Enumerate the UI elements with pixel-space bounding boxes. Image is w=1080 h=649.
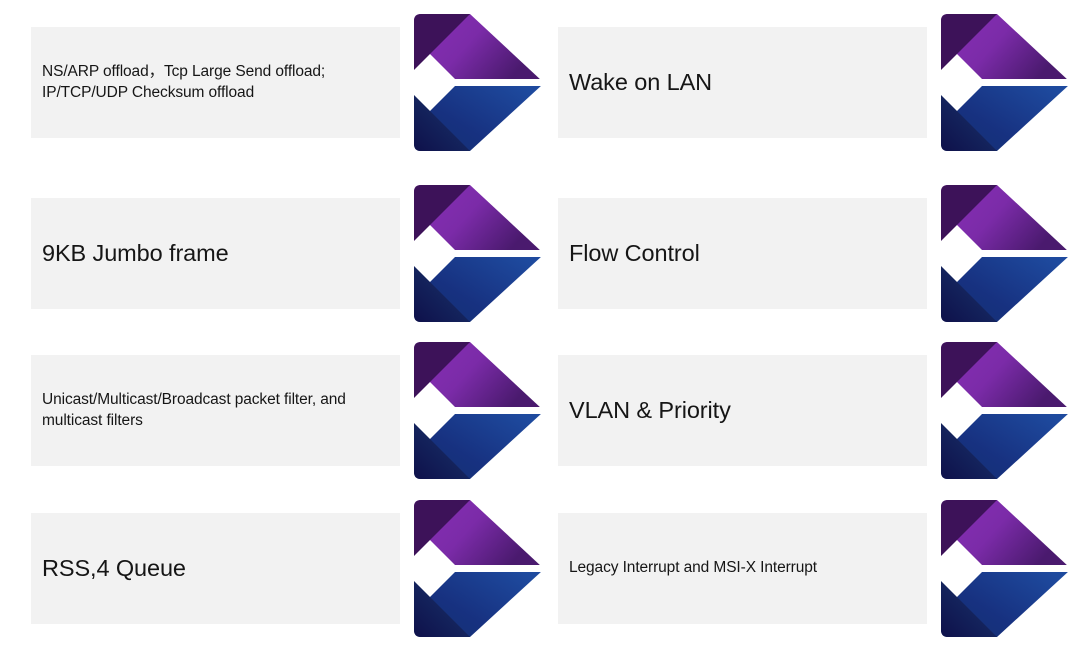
chevron-arrow-right-3d-icon — [408, 338, 544, 483]
chevron-item-vlan-priority[interactable]: VLAN & Priority — [558, 338, 1070, 483]
chevron-arrow-right-3d-icon — [935, 10, 1071, 155]
chevron-arrow-right-3d-icon — [935, 496, 1071, 641]
chevron-item-flow-control[interactable]: Flow Control — [558, 181, 1070, 326]
chevron-arrow-right-3d-icon — [408, 10, 544, 155]
chevron-bar-wake-on-lan: Wake on LAN — [558, 27, 927, 138]
chevron-label-packet-filter: Unicast/Multicast/Broadcast packet filte… — [42, 391, 346, 429]
chevron-label-vlan-priority: VLAN & Priority — [569, 397, 731, 424]
chevron-bar-rss-queue: RSS,4 Queue — [31, 513, 400, 624]
chevron-item-packet-filter[interactable]: Unicast/Multicast/Broadcast packet filte… — [31, 338, 543, 483]
chevron-arrow-right-3d-icon — [935, 181, 1071, 326]
chevron-label-interrupts: Legacy Interrupt and MSI-X Interrupt — [569, 559, 817, 577]
chevron-bar-interrupts: Legacy Interrupt and MSI-X Interrupt — [558, 513, 927, 624]
chevron-bar-offload: NS/ARP offload，Tcp Large Send offload; I… — [31, 27, 400, 138]
chevron-item-rss-queue[interactable]: RSS,4 Queue — [31, 496, 543, 641]
chevron-item-wake-on-lan[interactable]: Wake on LAN — [558, 10, 1070, 155]
chevron-label-wake-on-lan: Wake on LAN — [569, 69, 713, 96]
chevron-label-flow-control: Flow Control — [569, 240, 700, 267]
chevron-arrow-right-3d-icon — [935, 338, 1071, 483]
chevron-arrow-right-3d-icon — [408, 496, 544, 641]
chevron-label-jumbo-frame: 9KB Jumbo frame — [42, 240, 229, 267]
chevron-bar-flow-control: Flow Control — [558, 198, 927, 309]
chevron-bar-packet-filter: Unicast/Multicast/Broadcast packet filte… — [31, 355, 400, 466]
chevron-item-interrupts[interactable]: Legacy Interrupt and MSI-X Interrupt — [558, 496, 1070, 641]
chevron-arrow-right-3d-icon — [408, 181, 544, 326]
chevron-bar-vlan-priority: VLAN & Priority — [558, 355, 927, 466]
chevron-label-rss-queue: RSS,4 Queue — [42, 555, 186, 582]
chevron-item-jumbo-frame[interactable]: 9KB Jumbo frame — [31, 181, 543, 326]
chevron-bar-jumbo-frame: 9KB Jumbo frame — [31, 198, 400, 309]
chevron-item-offload[interactable]: NS/ARP offload，Tcp Large Send offload; I… — [31, 10, 543, 155]
chevron-label-offload: NS/ARP offload，Tcp Large Send offload; I… — [42, 63, 326, 101]
